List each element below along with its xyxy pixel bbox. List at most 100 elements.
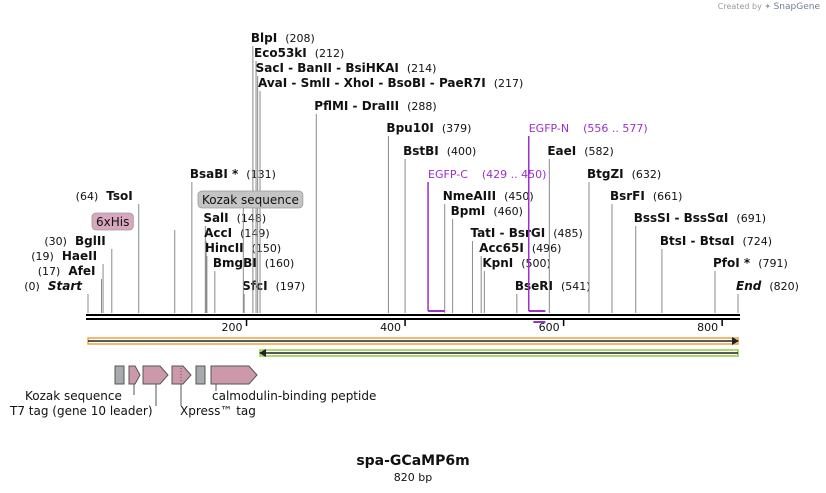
site-pfoi: PfoI * (791)	[713, 256, 788, 313]
site-sfci: SfcI(197)	[242, 279, 305, 313]
credit-brand: SnapGene	[773, 2, 820, 12]
site-bsabi: BsaBI * (131)	[190, 167, 276, 313]
site-btsi: BtsI - BtsαI(724)	[660, 234, 772, 313]
site-position: (131)	[246, 168, 276, 181]
site-name: BtgZI	[587, 167, 624, 181]
plasmid-name: spa-GCaMP6m	[356, 453, 470, 469]
site-name: BsaBI *	[190, 167, 239, 181]
site-position: (17)	[38, 265, 61, 278]
callout-6xhis: 6xHis	[91, 212, 176, 313]
snapgene-credit: Created by ✦ SnapGene	[718, 2, 820, 12]
site-position: (150)	[252, 242, 282, 255]
site-position: (19)	[31, 250, 54, 263]
site-name: TsoI	[106, 189, 132, 203]
site-position: (208)	[285, 32, 315, 45]
callout-box	[91, 212, 134, 231]
linker-feature	[195, 365, 206, 385]
site-position: (791)	[758, 257, 788, 270]
site-eco53ki: Eco53kI (212)	[254, 46, 344, 313]
site-name: BlpI	[251, 31, 277, 45]
site-position: (500)	[521, 257, 551, 270]
credit-text: Created by	[717, 2, 762, 11]
plasmid-length: 820 bp	[393, 471, 433, 484]
site-position: (460)	[493, 205, 523, 218]
site-start: Start(0)	[24, 279, 89, 313]
site-name: Eco53kI	[254, 46, 307, 60]
site-end: End(820)	[736, 279, 799, 313]
site-name: SalI	[203, 211, 228, 225]
primer-range: (556 .. 577)	[583, 122, 648, 135]
site-position: (691)	[736, 212, 766, 225]
site-position: (0)	[24, 280, 40, 293]
site-tati: TatI - BsrGI(485)	[470, 226, 583, 313]
feature-label: calmodulin-binding peptide	[212, 389, 376, 403]
site-btgzi: BtgZI (632)	[587, 167, 661, 313]
site-acc65i: Acc65I (496)	[479, 241, 561, 313]
site-position: (632)	[632, 168, 662, 181]
site-position: (496)	[532, 242, 562, 255]
site-position: (148)	[237, 212, 267, 225]
site-bsrfi: BsrFI(661)	[610, 189, 682, 313]
site-position: (30)	[44, 235, 67, 248]
site-position: (541)	[561, 280, 591, 293]
site-bsssi: BssSI - BssSαI(691)	[634, 211, 766, 313]
primer-egfp-c: EGFP-C (429 .. 450)	[427, 168, 547, 312]
site-position: (485)	[553, 227, 583, 240]
site-position: (149)	[240, 227, 270, 240]
site-bseri: BseRI (541)	[515, 279, 591, 313]
callout-box	[197, 190, 304, 209]
site-name: KpnI	[482, 256, 513, 270]
site-position: (582)	[584, 145, 614, 158]
site-position: (64)	[76, 190, 99, 203]
site-name: BmgBI	[213, 256, 257, 270]
site-position: (214)	[407, 62, 437, 75]
site-name: SacI - BanII - BsiHKAI	[256, 61, 399, 75]
site-name: Bpu10I	[386, 121, 433, 135]
track-arrow-left-icon	[259, 349, 267, 357]
site-name: Acc65I	[479, 241, 524, 255]
calmodulin-binding-peptide-feature	[210, 365, 258, 385]
site-position: (197)	[276, 280, 306, 293]
site-position: (288)	[407, 100, 437, 113]
site-name: PflMI - DraIII	[314, 99, 399, 113]
primer-name: EGFP-N	[529, 122, 569, 135]
site-position: (661)	[653, 190, 683, 203]
primer-name: EGFP-C	[428, 168, 468, 181]
snapgene-logo-icon: ✦	[764, 2, 772, 11]
site-name: End	[736, 279, 762, 293]
site-eaei: EaeI(582)	[547, 144, 614, 313]
site-sali: SalI (148)	[203, 211, 266, 313]
site-position: (724)	[742, 235, 772, 248]
site-name: PfoI *	[713, 256, 751, 270]
site-name: HincII	[205, 241, 244, 255]
site-name: AfeI	[68, 264, 95, 278]
site-name: BseRI	[515, 279, 553, 293]
feature-track	[259, 349, 739, 357]
site-position: (400)	[447, 145, 477, 158]
primer-range: (429 .. 450)	[482, 168, 547, 181]
site-position: (217)	[494, 77, 524, 90]
site-name: HaeII	[62, 249, 97, 263]
feature-label: Kozak sequence	[25, 389, 122, 403]
site-bpu10i: Bpu10I(379)	[386, 121, 471, 313]
callout-label: 6xHis	[96, 215, 129, 229]
kozak-feature	[114, 365, 125, 385]
feature-label: T7 tag (gene 10 leader)	[9, 404, 153, 418]
site-haeii: HaeII (19)	[31, 249, 104, 313]
t7-leader-feature	[128, 365, 141, 385]
t7-tag-feature	[142, 365, 169, 385]
callout-kozaksequence: Kozak sequence	[197, 190, 304, 313]
site-name: BstBI	[403, 144, 439, 158]
site-saci: SacI - BanII - BsiHKAI (214)	[256, 61, 437, 313]
site-position: (212)	[315, 47, 345, 60]
ruler-tick-label: 800	[697, 321, 718, 334]
site-position: (160)	[265, 257, 295, 270]
site-name: NmeAIII	[443, 189, 496, 203]
site-name: AvaI - SmlI - XhoI - BsoBI - PaeR7I	[258, 76, 486, 90]
site-position: (450)	[504, 190, 534, 203]
site-bmgbi: BmgBI (160)	[213, 256, 294, 313]
site-bpmi: BpmI(460)	[451, 204, 523, 313]
site-bstbi: BstBI (400)	[403, 144, 476, 313]
feature-label: Xpress™ tag	[180, 404, 256, 418]
